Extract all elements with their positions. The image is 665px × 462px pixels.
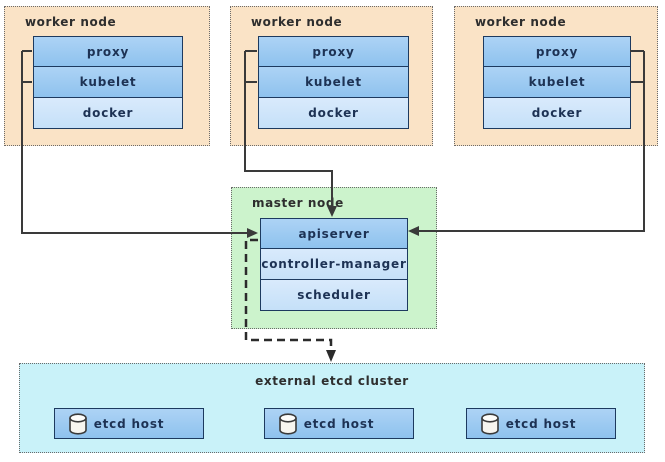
worker-node-3-stack: proxy kubelet docker xyxy=(483,36,631,129)
etcd-host-label: etcd host xyxy=(505,416,577,431)
kubelet-box: kubelet xyxy=(483,67,631,98)
etcd-host-label: etcd host xyxy=(93,416,165,431)
worker-node-2: worker node proxy kubelet docker xyxy=(230,6,433,146)
worker-node-2-label: worker node xyxy=(251,15,343,29)
controller-manager-box: controller-manager xyxy=(260,249,408,280)
database-cylinder-icon xyxy=(279,413,297,435)
worker-node-1-stack: proxy kubelet docker xyxy=(33,36,183,129)
arrowhead-down xyxy=(326,350,336,362)
etcd-host-3: etcd host xyxy=(466,408,616,439)
proxy-box: proxy xyxy=(258,36,409,67)
scheduler-box: scheduler xyxy=(260,280,408,311)
worker-node-1: worker node proxy kubelet docker xyxy=(4,6,210,146)
docker-box: docker xyxy=(483,98,631,129)
proxy-box: proxy xyxy=(33,36,183,67)
master-node-stack: apiserver controller-manager scheduler xyxy=(260,218,408,311)
database-cylinder-icon xyxy=(69,413,87,435)
worker-node-1-label: worker node xyxy=(25,15,117,29)
etcd-host-label: etcd host xyxy=(303,416,375,431)
etcd-host-1: etcd host xyxy=(54,408,204,439)
etcd-cluster-label: external etcd cluster xyxy=(255,374,409,388)
database-cylinder-icon xyxy=(481,413,499,435)
worker-node-3-label: worker node xyxy=(475,15,567,29)
worker-node-2-stack: proxy kubelet docker xyxy=(258,36,409,129)
docker-box: docker xyxy=(33,98,183,129)
kubelet-box: kubelet xyxy=(258,67,409,98)
kubelet-box: kubelet xyxy=(33,67,183,98)
external-etcd-cluster: external etcd cluster etcd host etcd hos… xyxy=(19,363,645,453)
etcd-host-2: etcd host xyxy=(264,408,414,439)
master-node-label: master node xyxy=(252,196,344,210)
apiserver-box: apiserver xyxy=(260,218,408,249)
master-node: master node apiserver controller-manager… xyxy=(231,187,437,329)
worker-node-3: worker node proxy kubelet docker xyxy=(454,6,658,146)
docker-box: docker xyxy=(258,98,409,129)
proxy-box: proxy xyxy=(483,36,631,67)
